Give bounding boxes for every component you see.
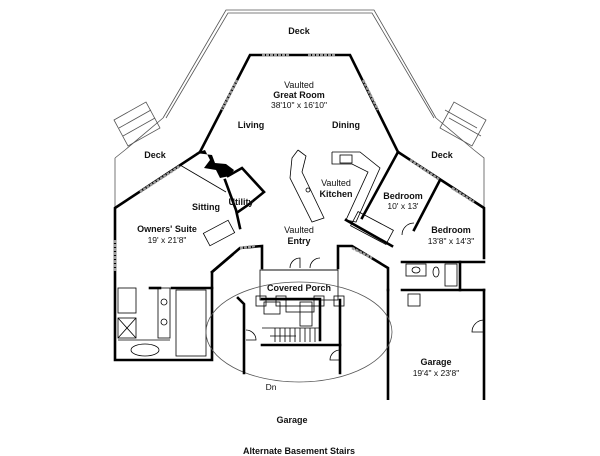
inset-caption: Alternate Basement Stairs [242, 446, 356, 456]
garage-label: Garage [420, 357, 452, 367]
bedroom-1-label: Bedroom [383, 191, 423, 201]
sitting-label: Sitting [192, 202, 220, 212]
kitchen-label: Kitchen [319, 189, 353, 199]
bedroom-walls [344, 150, 486, 292]
owners-suite-label: Owners' Suite [137, 224, 197, 234]
bedroom-1-dims: 10' x 13' [387, 201, 419, 211]
deck-outlines [113, 9, 487, 208]
stair-treads [262, 327, 320, 342]
utility-label: Utility [228, 197, 254, 207]
owners-suite-walls [113, 150, 234, 362]
garage-walls [386, 288, 486, 400]
living-label: Living [237, 120, 265, 130]
bedroom-2-dims: 13'8" x 14'3" [427, 236, 475, 246]
entry-prefix: Vaulted [284, 225, 314, 235]
stairs-down-label: Dn [265, 382, 277, 392]
great-room-walls [198, 53, 400, 154]
alternate-stairs-inset [205, 281, 393, 383]
entry-porch [210, 244, 390, 313]
deck-top-label: Deck [288, 26, 310, 36]
floor-plan-drawing [113, 9, 487, 400]
entry-label: Entry [287, 236, 311, 246]
dining-label: Dining [332, 120, 360, 130]
great-room-prefix: Vaulted [284, 80, 314, 90]
covered-porch-label: Covered Porch [266, 283, 332, 293]
garage-dims: 19'4" x 23'8" [412, 368, 460, 378]
inset-garage-label: Garage [276, 415, 308, 425]
deck-right-label: Deck [431, 150, 453, 160]
deck-left-label: Deck [144, 150, 166, 160]
bedroom-2-label: Bedroom [431, 225, 471, 235]
kitchen-prefix: Vaulted [321, 178, 351, 188]
utility-area [179, 150, 266, 247]
great-room-label: Great Room [273, 90, 325, 100]
owners-suite-dims: 19' x 21'8" [147, 235, 187, 245]
great-room-dims: 38'10" x 16'10" [270, 100, 328, 110]
